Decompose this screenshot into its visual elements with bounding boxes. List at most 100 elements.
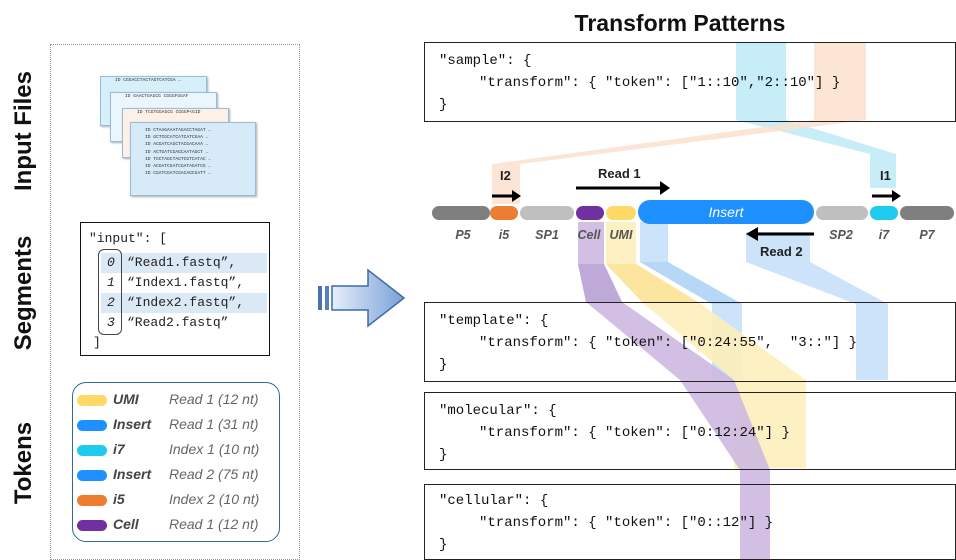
page-title: Transform Patterns: [574, 10, 786, 36]
band-cell-lower: [578, 264, 622, 302]
read2-label: Read 2: [760, 244, 803, 259]
insert-label: Insert: [708, 204, 744, 220]
tokens-legend: UMI Read 1 (12 nt) Insert Read 1 (31 nt)…: [72, 382, 280, 542]
segment-cell: [576, 206, 604, 220]
label-cell: Cell: [577, 228, 601, 242]
token-name: UMI: [113, 391, 139, 407]
code-line: "transform": { "token": ["0:12:24"] }: [479, 425, 790, 441]
fastq-line: ID GAACTGAGCG CGGGFGGAF: [125, 94, 189, 99]
band-insert-read2: [746, 232, 888, 380]
i2-label: I2: [500, 168, 511, 183]
code-line: "transform": { "token": ["0::12"] }: [479, 515, 774, 531]
label-umi: UMI: [609, 228, 633, 242]
code-line: "cellular": {: [439, 493, 549, 509]
fastq-file-read2: ID CTAAGAAATAGACCTAGAT … ID GCTCGCATCATC…: [130, 122, 256, 196]
token-swatch-insert: [77, 470, 107, 481]
i1-label: I1: [880, 168, 891, 183]
segment-file: “Read1.fastq”,: [127, 255, 237, 270]
segment-insert: [638, 200, 814, 224]
token-swatch-i7: [77, 445, 107, 456]
fastq-line: ID ACGATCAGCTACGACAAA …: [145, 142, 209, 148]
segment-file: “Index2.fastq”,: [127, 295, 245, 310]
read2-arrowhead: [746, 227, 758, 241]
i1-arrowhead: [892, 190, 901, 202]
token-desc: Index 2 (10 nt): [169, 491, 260, 507]
segment-row: [101, 313, 267, 333]
segment-p7: [900, 206, 954, 220]
label-sp2: SP2: [829, 228, 853, 242]
read-structure: [432, 181, 954, 241]
tokens-label: Tokens: [10, 421, 37, 505]
i2-arrowhead: [512, 190, 521, 202]
segments-open: "input": [: [89, 231, 168, 246]
fastq-line: ID CTAAGAAATAGACCTAGAT …: [145, 128, 212, 133]
fastq-line: ID CGATCGATCGACAGCGATT …: [145, 171, 212, 177]
fastq-line: ID GCTCGCATCATCATCGAA …: [145, 135, 209, 141]
segment-p5: [432, 206, 490, 220]
label-p7: P7: [919, 228, 935, 242]
segment-row: [101, 273, 267, 293]
index-bracket: [98, 249, 122, 335]
code-line: "template": {: [439, 313, 549, 329]
read1-label: Read 1: [598, 166, 641, 181]
fastq-line: ID ACGATCGATCGATAGATCG …: [145, 164, 212, 170]
code-line: }: [439, 537, 448, 553]
segments-box: "input": [ 0 “Read1.fastq”, 1 “Index1.fa…: [80, 222, 270, 356]
token-name: i5: [113, 491, 125, 507]
code-line: "molecular": {: [439, 403, 557, 419]
band-insert-read1-lower: [640, 262, 742, 304]
token-desc: Read 1 (12 nt): [169, 516, 259, 532]
band-i5-sample: [492, 42, 866, 204]
fastq-line: ID CGGACCTACTAGTCATCGA …: [115, 78, 182, 83]
token-desc: Read 1 (12 nt): [169, 391, 259, 407]
token-swatch-i5: [77, 495, 107, 506]
segment-sp2: [816, 206, 868, 220]
segment-file: “Read2.fastq”: [127, 315, 229, 330]
pattern-cellular-box: "cellular": { "transform": { "token": ["…: [424, 484, 956, 560]
segment-row: [101, 293, 267, 313]
segments-close: ]: [93, 335, 101, 350]
label-i5: i5: [498, 228, 510, 242]
code-line: "sample": {: [439, 53, 532, 69]
fastq-line: ID TGCTAGCTAGTCGTCATAC …: [145, 156, 212, 162]
token-name: Cell: [113, 516, 139, 532]
segment-i5: [490, 206, 518, 220]
label-i7: i7: [878, 228, 890, 242]
segment-file: “Index1.fastq”,: [127, 275, 245, 290]
pattern-sample-box: "sample": { "transform": { "token": ["1:…: [424, 42, 956, 122]
token-desc: Read 2 (75 nt): [169, 466, 259, 482]
fastq-line: ID ACTGATCGAGCAATAGCT …: [145, 149, 209, 155]
band-i7-sample: [736, 42, 896, 188]
code-line: }: [439, 97, 448, 113]
read1-arrowhead: [660, 181, 670, 195]
input-files-label: Input Files: [10, 71, 37, 191]
code-line: "transform": { "token": ["0:24:55", "3::…: [479, 335, 858, 351]
segments-label: Segments: [10, 235, 37, 351]
segment-umi: [606, 206, 636, 220]
token-swatch-umi: [77, 395, 107, 406]
label-p5: P5: [455, 228, 471, 242]
band-umi-lower: [606, 264, 698, 302]
fastq-line: ID TCGTGGAGCG CGGGP<GID: [137, 110, 201, 115]
band-cell: [578, 222, 770, 560]
token-desc: Index 1 (10 nt): [169, 441, 260, 457]
segment-index: 2: [107, 295, 115, 310]
segment-i7: [870, 206, 898, 220]
segment-row: [101, 253, 267, 273]
segment-index: 1: [107, 275, 115, 290]
label-sp1: SP1: [535, 228, 559, 242]
token-swatch-cell: [77, 520, 107, 531]
token-desc: Read 1 (31 nt): [169, 416, 259, 432]
segment-sp1: [520, 206, 574, 220]
token-name: Insert: [113, 466, 152, 482]
token-name: Insert: [113, 416, 152, 432]
pattern-template-box: "template": { "transform": { "token": ["…: [424, 302, 956, 382]
code-line: "transform": { "token": ["1::10","2::10"…: [479, 75, 841, 91]
pattern-molecular-box: "molecular": { "transform": { "token": […: [424, 392, 956, 470]
segment-index: 3: [107, 315, 115, 330]
token-name: i7: [113, 441, 125, 457]
token-swatch-insert: [77, 420, 107, 431]
code-line: }: [439, 357, 448, 373]
segment-index: 0: [107, 255, 115, 270]
